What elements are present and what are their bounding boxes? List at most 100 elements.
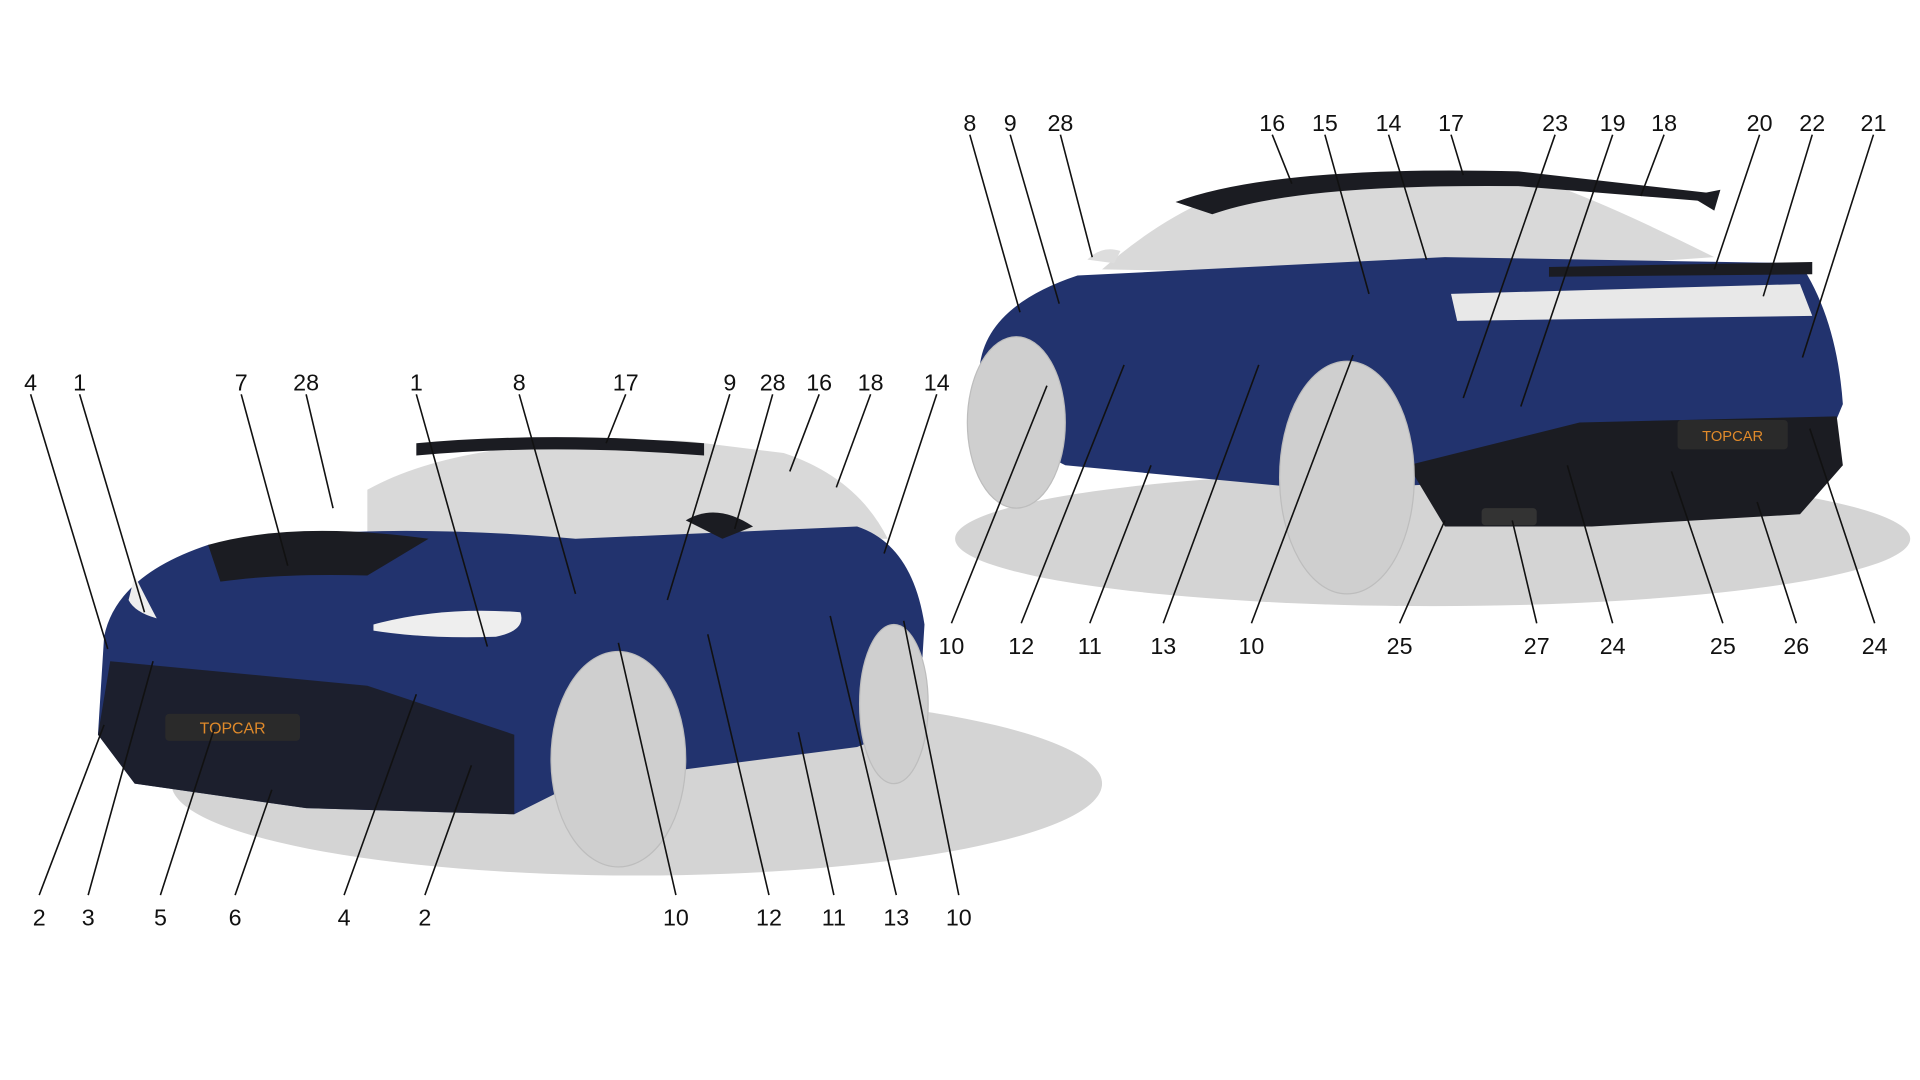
- rear-topcar-logo: TOPCAR: [1702, 429, 1763, 445]
- callout-number: 6: [229, 905, 242, 931]
- callout: 24: [1566, 465, 1626, 659]
- callout-leader-line: [1387, 134, 1428, 260]
- callout-number: 11: [1078, 633, 1102, 659]
- callout-number: 26: [1783, 633, 1809, 659]
- callout-leader-line: [1324, 134, 1370, 295]
- callout-number: 1: [73, 370, 86, 396]
- callout: 9: [666, 370, 736, 601]
- callout-number: 8: [513, 370, 526, 396]
- callout-number: 17: [1438, 110, 1464, 136]
- callout-leader-line: [87, 661, 154, 896]
- callout: 9: [1004, 110, 1060, 304]
- callout: 13: [829, 615, 909, 931]
- front-headlight-left: [128, 575, 157, 619]
- front-car-roof: [416, 437, 705, 456]
- callout-leader-line: [415, 394, 489, 647]
- callout-number: 4: [338, 905, 351, 931]
- callout-leader-line: [835, 394, 872, 488]
- callout: 8: [513, 370, 577, 595]
- rear-topcar-plate: [1677, 420, 1788, 450]
- rear-spoiler: [1689, 189, 1721, 211]
- callout-leader-line: [1713, 134, 1761, 270]
- callout-number: 8: [963, 110, 976, 136]
- callout-number: 24: [1862, 633, 1888, 659]
- callout: 14: [1376, 110, 1428, 260]
- callout: 26: [1756, 501, 1809, 659]
- callout-leader-line: [38, 724, 105, 896]
- callout-leader-line: [1162, 364, 1260, 624]
- callout-leader-line: [1450, 134, 1465, 176]
- callout-leader-line: [424, 765, 473, 896]
- callout-number: 19: [1600, 110, 1626, 136]
- callout-number: 11: [822, 905, 846, 931]
- callout-number: 18: [858, 370, 884, 396]
- callout-number: 16: [1259, 110, 1285, 136]
- callout-number: 28: [1047, 110, 1073, 136]
- callout-number: 1: [410, 370, 423, 396]
- callout-leader-line: [29, 394, 109, 650]
- callout: 28: [1047, 110, 1094, 258]
- callout-leader-line: [969, 134, 1021, 313]
- callout-leader-line: [1670, 471, 1724, 624]
- callout: 24: [1809, 428, 1888, 659]
- rear-wing-carbon: [1548, 262, 1813, 277]
- callout: 13: [1150, 364, 1260, 659]
- callout: 21: [1801, 110, 1886, 358]
- callout-leader-line: [1020, 364, 1125, 624]
- callout-leader-line: [1756, 501, 1798, 624]
- rear-car-roof: [1175, 170, 1715, 215]
- callout: 17: [1438, 110, 1465, 176]
- callout: 10: [617, 642, 689, 931]
- callout-leader-line: [1520, 134, 1614, 407]
- rear-mirror: [1087, 249, 1121, 264]
- callout-leader-line: [1511, 520, 1538, 624]
- callout-leader-line: [240, 394, 289, 566]
- callout-leader-line: [1809, 428, 1876, 624]
- callout-leader-line: [797, 732, 835, 896]
- callout-number: 27: [1524, 633, 1550, 659]
- callout: 14: [883, 370, 950, 554]
- callout: 11: [797, 732, 846, 931]
- callout-leader-line: [518, 394, 577, 595]
- callout: 19: [1520, 110, 1626, 407]
- callout-leader-line: [883, 394, 938, 554]
- callout-number: 23: [1542, 110, 1568, 136]
- callout-number: 13: [1150, 633, 1176, 659]
- callout: 17: [605, 370, 639, 444]
- front-topcar-logo: TOPCAR: [200, 720, 266, 737]
- callout: 25: [1670, 471, 1736, 659]
- callout-leader-line: [1462, 134, 1556, 399]
- callout-leader-line: [1250, 354, 1354, 624]
- callout: 2: [418, 765, 473, 931]
- callout-number: 14: [924, 370, 950, 396]
- callout-number: 9: [1004, 110, 1017, 136]
- callout-number: 20: [1747, 110, 1773, 136]
- callout: 27: [1511, 520, 1550, 659]
- callout-number: 17: [613, 370, 639, 396]
- callout-number: 12: [1008, 633, 1034, 659]
- callout: 2: [33, 724, 105, 931]
- callout: 25: [1387, 520, 1446, 659]
- callout-number: 3: [82, 905, 95, 931]
- callout-leader-line: [1801, 134, 1875, 358]
- callout: 1: [73, 370, 146, 613]
- callout-leader-line: [605, 393, 627, 444]
- callout-number: 4: [24, 370, 37, 396]
- rear-wheel-rear: [1278, 360, 1415, 595]
- callout-number: 15: [1312, 110, 1338, 136]
- callout-number: 25: [1387, 633, 1413, 659]
- callout-number: 7: [235, 370, 248, 396]
- callout-leader-line: [1009, 134, 1060, 304]
- callout-leader-line: [902, 620, 960, 896]
- callout: 4: [338, 694, 418, 931]
- callout-leader-line: [1566, 465, 1614, 624]
- callout: 20: [1713, 110, 1773, 270]
- callout-leader-line: [950, 385, 1048, 624]
- callout-leader-line: [305, 394, 334, 509]
- front-car-illustration: TOPCAR: [97, 437, 1103, 876]
- callout: 12: [1008, 364, 1125, 659]
- callout: 22: [1762, 110, 1825, 297]
- callout-number: 12: [756, 905, 782, 931]
